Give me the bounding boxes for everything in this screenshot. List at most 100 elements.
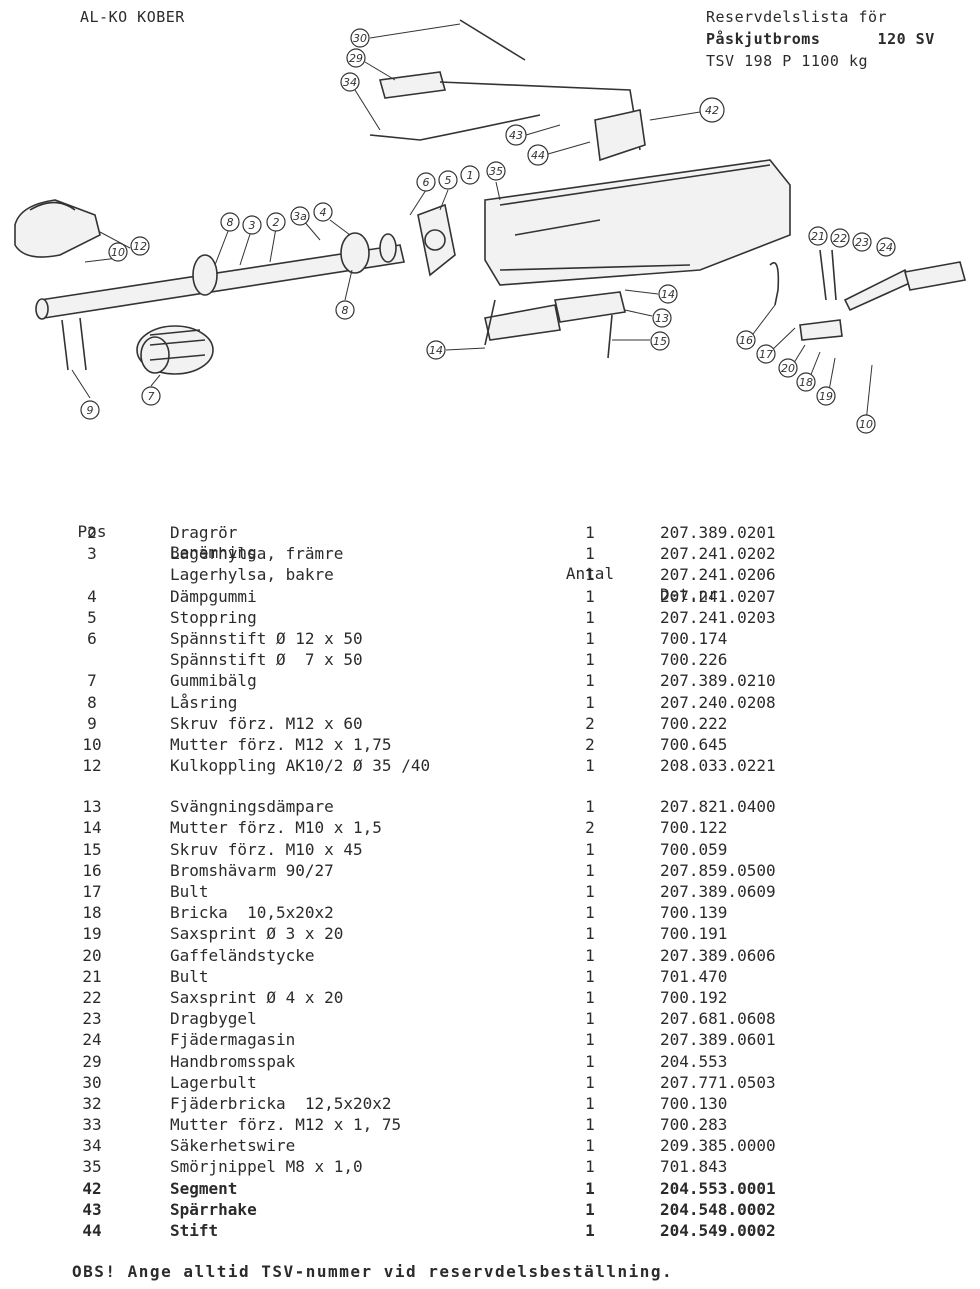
row-qty: 1 [585, 1030, 595, 1050]
row-qty: 1 [585, 544, 595, 564]
svg-text:13: 13 [655, 312, 669, 325]
row-det: 207.241.0203 [660, 607, 776, 627]
row-pos: 30 [82, 1072, 102, 1092]
row-det: 204.549.0002 [660, 1221, 776, 1240]
row-qty: 1 [585, 1157, 595, 1177]
svg-text:12: 12 [133, 240, 147, 253]
row-name: Smörjnippel M8 x 1,0 [170, 1157, 363, 1177]
row-qty: 1 [585, 1009, 595, 1029]
row-qty: 1 [585, 1199, 595, 1219]
row-name: Skruv förz. M10 x 45 [170, 839, 363, 859]
brake-lever-assembly [769, 249, 967, 341]
row-det: 700.059 [660, 839, 728, 859]
callout-10-left: 10 [108, 242, 128, 262]
row-qty: 1 [585, 650, 595, 670]
callout-12: 12 [130, 236, 150, 256]
row-name: Säkerhetswire [170, 1136, 296, 1156]
callout-42: 42 [699, 97, 725, 123]
row-name: Spännstift Ø 12 x 50 [170, 628, 363, 648]
svg-text:16: 16 [739, 334, 753, 347]
svg-text:17: 17 [759, 348, 773, 361]
row-pos: 24 [82, 1030, 102, 1050]
callout-14-lower: 14 [426, 340, 446, 360]
svg-text:8: 8 [227, 216, 234, 229]
row-det: 700.222 [660, 713, 728, 733]
row-name: Mutter förz. M10 x 1,5 [170, 818, 382, 838]
callout-13: 13 [652, 308, 672, 328]
ball-coupling [14, 199, 101, 258]
row-det: 207.389.0609 [660, 882, 776, 901]
row-pos: 15 [82, 839, 102, 859]
row-det: 207.240.0208 [660, 692, 776, 712]
callout-2: 2 [266, 212, 286, 232]
pin [484, 299, 496, 346]
row-qty: 1 [585, 1051, 595, 1071]
row-pos: 9 [87, 713, 97, 733]
row-qty: 1 [585, 607, 595, 627]
row-det: 207.389.0210 [660, 671, 776, 691]
ordering-note: OBS! Ange alltid TSV-nummer vid reservde… [72, 1262, 674, 1281]
svg-text:21: 21 [811, 230, 825, 243]
callout-21: 21 [808, 226, 828, 246]
row-name: Gaffeländstycke [170, 945, 315, 965]
row-det: 204.553.0001 [660, 1178, 776, 1198]
row-name: Låsring [170, 692, 238, 712]
row-name: Lagerhylsa, bakre [170, 565, 334, 585]
callout-20: 20 [778, 358, 798, 378]
row-det: 207.389.0201 [660, 523, 776, 542]
callout-35: 35 [486, 161, 506, 181]
svg-text:44: 44 [531, 149, 545, 162]
svg-text:18: 18 [799, 376, 813, 389]
row-pos: 33 [82, 1115, 102, 1135]
svg-text:5: 5 [445, 174, 452, 187]
row-pos: 34 [82, 1136, 102, 1156]
svg-text:22: 22 [833, 232, 847, 245]
rubber-bellows [136, 325, 214, 375]
callout-44: 44 [527, 144, 549, 166]
row-det: 207.821.0400 [660, 797, 776, 817]
row-det: 207.241.0207 [660, 586, 776, 606]
coupling-housing [484, 159, 791, 286]
row-pos: 35 [82, 1157, 102, 1177]
callout-8-upper: 8 [220, 212, 240, 232]
row-qty: 1 [585, 945, 595, 965]
callout-6: 6 [416, 172, 436, 192]
row-name: Segment [170, 1178, 238, 1198]
header-det: Det.nr. [660, 585, 728, 604]
callout-30: 30 [350, 28, 370, 48]
row-name: Bromshävarm 90/27 [170, 860, 334, 880]
row-pos: 3 [87, 544, 97, 564]
row-qty: 1 [585, 1115, 595, 1135]
row-pos: 43 [82, 1199, 102, 1219]
row-name: Spärrhake [170, 1199, 257, 1219]
row-qty: 1 [585, 1178, 595, 1198]
svg-text:14: 14 [429, 344, 443, 357]
row-det: 207.681.0608 [660, 1009, 776, 1029]
brand-label: AL-KO KOBER [80, 8, 185, 26]
svg-text:35: 35 [489, 165, 503, 178]
callout-34: 34 [340, 72, 360, 92]
callout-1: 1 [460, 165, 480, 185]
row-det: 209.385.0000 [660, 1136, 776, 1156]
row-pos: 44 [82, 1221, 102, 1240]
callout-9: 9 [80, 400, 100, 420]
callout-5: 5 [438, 170, 458, 190]
row-det: 700.130 [660, 1093, 728, 1113]
svg-text:19: 19 [819, 390, 833, 403]
row-qty: 2 [585, 818, 595, 838]
callout-24: 24 [876, 237, 896, 257]
row-det: 700.139 [660, 903, 728, 923]
row-name: Gummibälg [170, 671, 257, 691]
callout-4: 4 [313, 202, 333, 222]
row-qty: 1 [585, 671, 595, 691]
svg-text:14: 14 [661, 288, 675, 301]
svg-text:30: 30 [353, 32, 367, 45]
row-qty: 1 [585, 860, 595, 880]
